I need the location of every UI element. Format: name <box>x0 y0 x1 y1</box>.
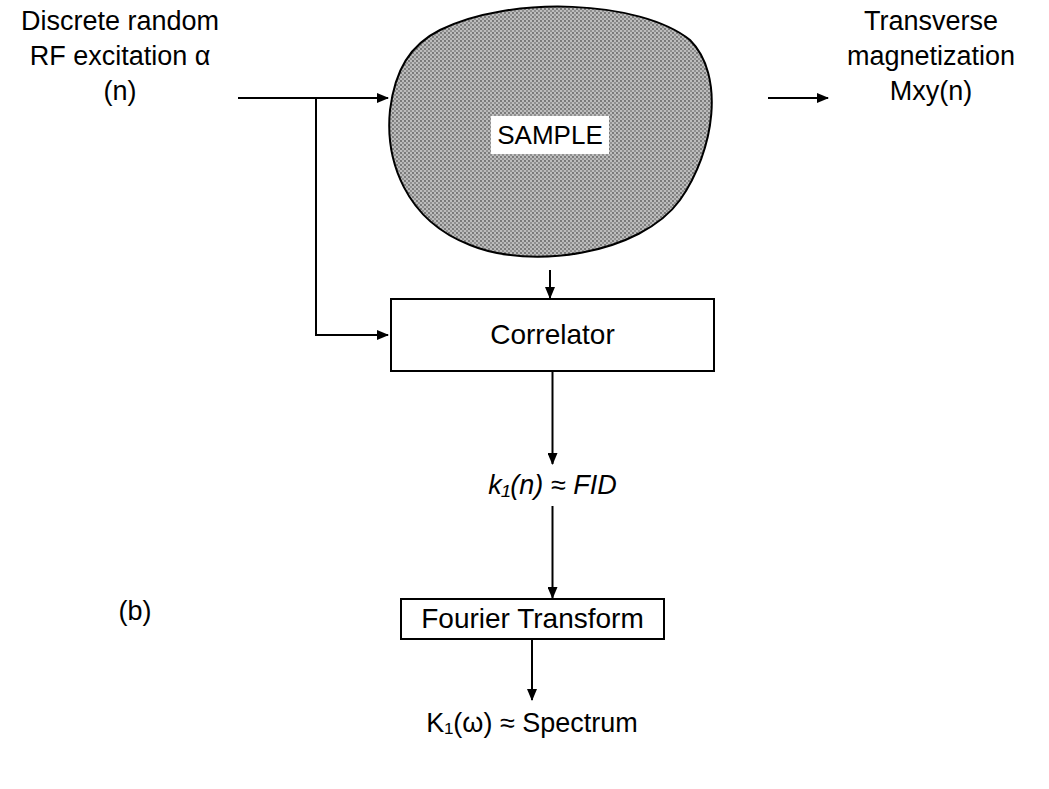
input-branch <box>316 98 388 335</box>
connector-arrow <box>549 270 551 298</box>
spectrum-arrow <box>531 640 533 700</box>
node-text: Correlator <box>490 318 614 352</box>
connector-arrow <box>552 372 554 464</box>
node-text: Fourier Transform <box>421 602 644 636</box>
node-text: SAMPLE <box>491 116 609 154</box>
output-label: Transverse magnetization Mxy(n) <box>818 4 1044 109</box>
output-line <box>768 97 828 99</box>
input-label: Discrete random RF excitation α (n) <box>10 4 230 109</box>
sample-blob: SAMPLE <box>380 0 720 270</box>
spectrum-label: K₁(ω) ≈ Spectrum <box>362 706 702 741</box>
correlator-box: Correlator <box>390 298 715 372</box>
input-line <box>238 97 388 99</box>
panel-label: (b) <box>100 594 170 629</box>
transform-box: Fourier Transform <box>400 598 665 640</box>
edge-label: k₁(n) ≈ FID <box>484 468 620 502</box>
connector-arrow <box>552 506 554 598</box>
